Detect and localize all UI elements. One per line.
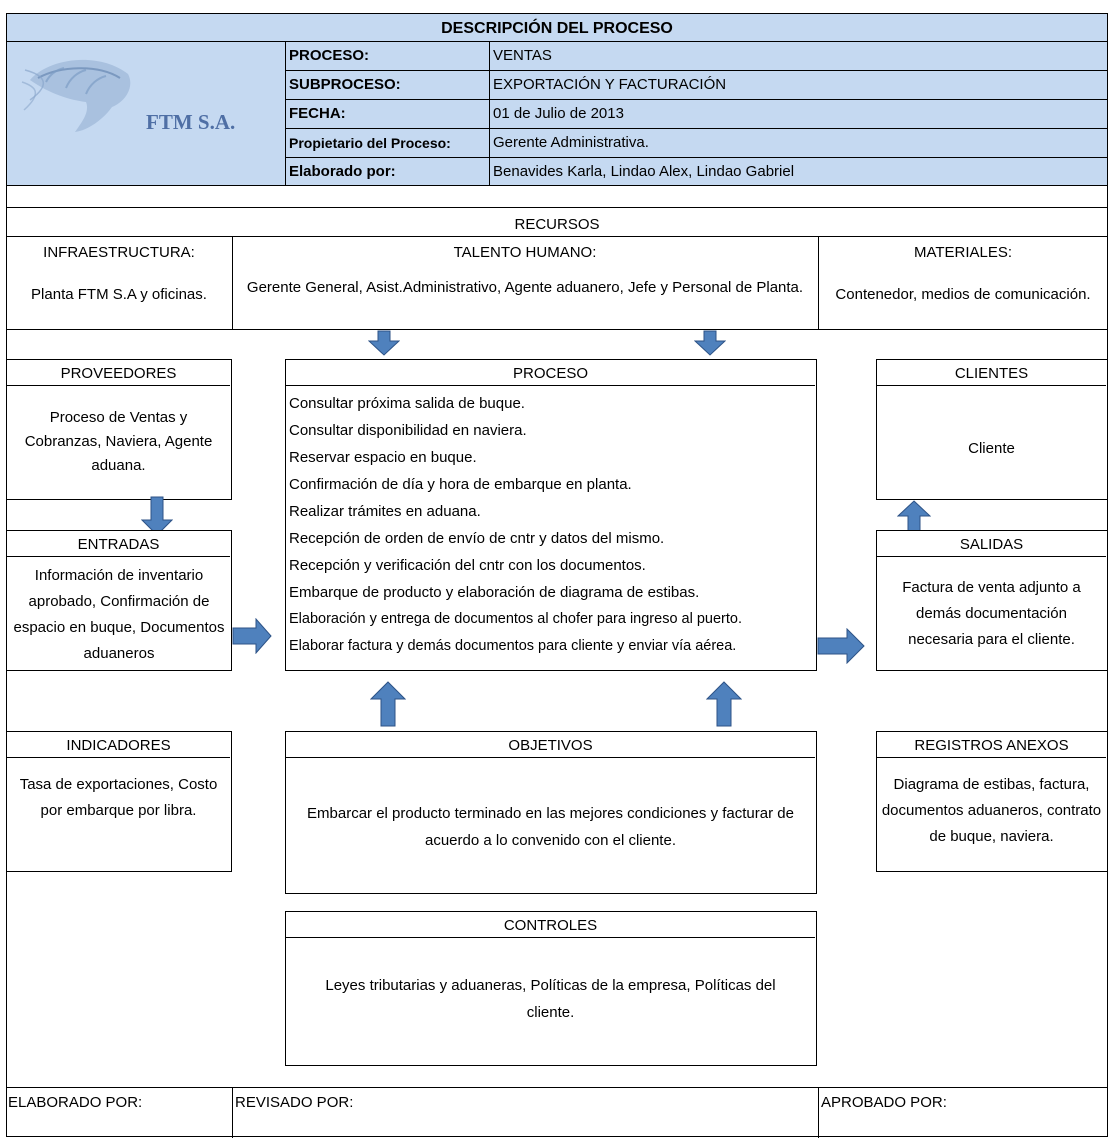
entradas-text: Información de inventario aprobado, Conf…: [13, 567, 225, 662]
arrow-right-proceso: [817, 628, 865, 664]
subproceso-value: EXPORTACIÓN Y FACTURACIÓN: [493, 76, 727, 93]
proceso-label: PROCESO:: [289, 47, 370, 64]
controles-text: Leyes tributarias y aduaneras, Políticas…: [325, 977, 776, 1021]
divider: [6, 236, 1108, 237]
proveedores-box: PROVEEDORES Proceso de Ventas y Cobranza…: [6, 359, 232, 500]
elaborado-por-label: ELABORADO POR:: [8, 1094, 143, 1111]
revisado-por-label: REVISADO POR:: [235, 1094, 354, 1111]
arrow-up-objetivos-1: [370, 681, 406, 727]
proceso-step: Consultar disponibilidad en naviera.: [289, 422, 527, 439]
block-arrow-icon: [368, 330, 400, 356]
block-arrow-icon: [141, 496, 173, 536]
shrimp-logo-icon: [21, 59, 131, 132]
objetivos-title: OBJETIVOS: [286, 734, 815, 758]
arrow-up-objetivos-2: [706, 681, 742, 727]
indicadores-text: Tasa de exportaciones, Costo por embarqu…: [19, 776, 218, 819]
salidas-text: Factura de venta adjunto a demás documen…: [902, 579, 1081, 648]
proceso-step: Realizar trámites en aduana.: [289, 503, 481, 520]
proveedores-title: PROVEEDORES: [7, 362, 230, 386]
entradas-box: ENTRADAS Información de inventario aprob…: [6, 530, 232, 671]
fecha-value: 01 de Julio de 2013: [493, 105, 624, 122]
controles-box: CONTROLES Leyes tributarias y aduaneras,…: [285, 911, 817, 1066]
proceso-step: Elaborar factura y demás documentos para…: [289, 638, 737, 654]
propietario-value: Gerente Administrativa.: [493, 134, 649, 151]
salidas-title: SALIDAS: [877, 533, 1106, 557]
proceso-step: Reservar espacio en buque.: [289, 449, 477, 466]
elaborado-value: Benavides Karla, Lindao Alex, Lindao Gab…: [493, 163, 795, 180]
block-arrow-icon: [370, 681, 406, 727]
clientes-box: CLIENTES Cliente: [876, 359, 1108, 500]
proceso-step: Recepción de orden de envío de cntr y da…: [289, 530, 665, 547]
propietario-label: Propietario del Proceso:: [289, 134, 451, 151]
document-title: DESCRIPCIÓN DEL PROCESO: [6, 13, 1108, 42]
block-arrow-icon: [706, 681, 742, 727]
proceso-step: Recepción y verificación del cntr con lo…: [289, 557, 646, 574]
proceso-step: Consultar próxima salida de buque.: [289, 395, 525, 412]
arrow-down-talento-2: [694, 330, 726, 356]
indicadores-box: INDICADORES Tasa de exportaciones, Costo…: [6, 731, 232, 872]
infraestructura-value: Planta FTM S.A y oficinas.: [31, 286, 207, 303]
block-arrow-icon: [232, 618, 272, 654]
materiales-value: Contenedor, medios de comunicación.: [835, 286, 1091, 303]
recursos-title: RECURSOS: [514, 216, 600, 233]
arrow-right-entradas: [232, 618, 272, 654]
aprobado-por-label: APROBADO POR:: [821, 1094, 947, 1111]
arrow-down-talento-1: [368, 330, 400, 356]
fecha-label: FECHA:: [289, 105, 346, 122]
proceso-step: Embarque de producto y elaboración de di…: [289, 584, 700, 601]
objetivos-box: OBJETIVOS Embarcar el producto terminado…: [285, 731, 817, 894]
entradas-title: ENTRADAS: [7, 533, 230, 557]
arrow-down-proveedores: [141, 496, 173, 536]
registros-text: Diagrama de estibas, factura, documentos…: [881, 776, 1102, 845]
divider: [6, 207, 1108, 208]
block-arrow-icon: [897, 500, 931, 532]
proceso-box: PROCESO Consultar próxima salida de buqu…: [285, 359, 817, 671]
proveedores-text: Proceso de Ventas y Cobranzas, Naviera, …: [24, 409, 213, 474]
infraestructura-label: INFRAESTRUCTURA:: [43, 244, 195, 261]
indicadores-title: INDICADORES: [7, 734, 230, 758]
talento-value: Gerente General, Asist.Administrativo, A…: [246, 279, 804, 296]
proceso-step: Confirmación de día y hora de embarque e…: [289, 476, 632, 493]
recursos-table: INFRAESTRUCTURA: Planta FTM S.A y oficin…: [6, 236, 1108, 330]
proceso-step: Elaboración y entrega de documentos al c…: [289, 611, 743, 627]
block-arrow-icon: [694, 330, 726, 356]
materiales-label: MATERIALES:: [913, 244, 1013, 261]
salidas-box: SALIDAS Factura de venta adjunto a demás…: [876, 530, 1108, 671]
arrow-up-salidas: [897, 500, 931, 532]
header-info-table: PROCESO: VENTAS SUBPROCESO: EXPORTACIÓN …: [285, 41, 1108, 186]
proceso-value: VENTAS: [493, 47, 552, 64]
registros-box: REGISTROS ANEXOS Diagrama de estibas, fa…: [876, 731, 1108, 872]
controles-title: CONTROLES: [286, 914, 815, 938]
clientes-text: Cliente: [968, 440, 1015, 457]
subproceso-label: SUBPROCESO:: [289, 76, 401, 93]
proceso-steps: Consultar próxima salida de buque. Consu…: [289, 390, 815, 660]
header-band: [6, 41, 1108, 186]
clientes-title: CLIENTES: [877, 362, 1106, 386]
objetivos-text: Embarcar el producto terminado en las me…: [307, 805, 794, 849]
footer-signatures: ELABORADO POR: REVISADO POR: APROBADO PO…: [6, 1087, 1108, 1138]
proceso-title: PROCESO: [286, 362, 815, 386]
logo-text: FTM S.A.: [146, 110, 236, 134]
company-logo: FTM S.A.: [12, 48, 282, 176]
talento-label: TALENTO HUMANO:: [453, 244, 597, 261]
registros-title: REGISTROS ANEXOS: [877, 734, 1106, 758]
elaborado-label: Elaborado por:: [289, 163, 396, 180]
block-arrow-icon: [817, 628, 865, 664]
